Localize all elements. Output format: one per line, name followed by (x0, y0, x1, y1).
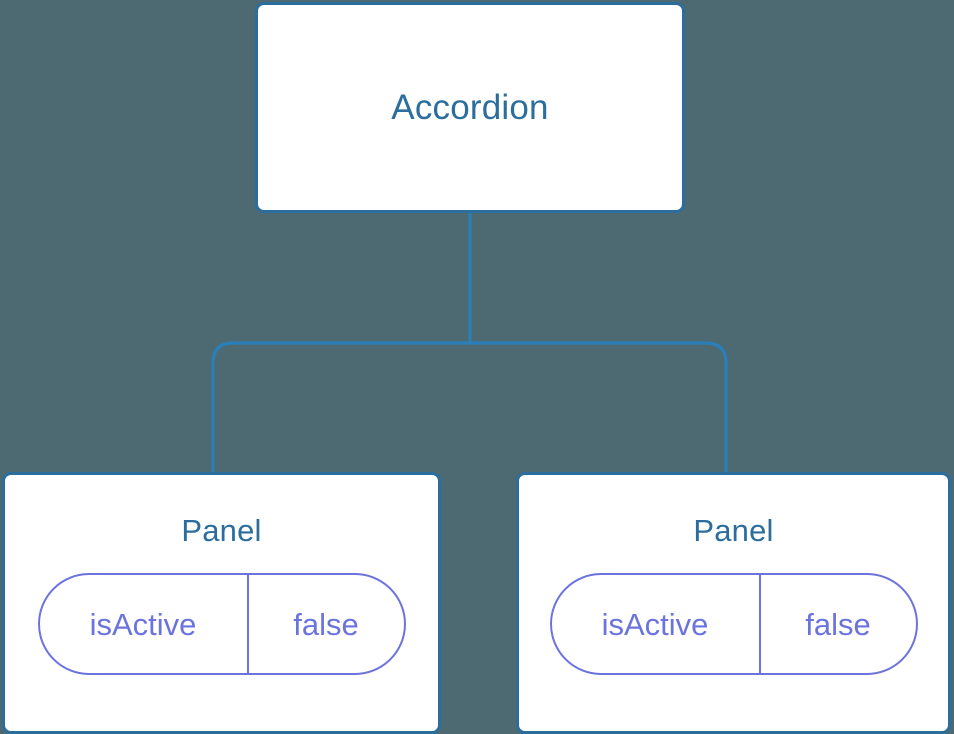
node-panel-left[interactable]: Panel isActive false (2, 472, 441, 734)
prop-key-is-active: isActive (40, 575, 249, 673)
node-panel-right-title: Panel (693, 513, 774, 548)
node-panel-left-title: Panel (181, 513, 262, 548)
prop-badge-left: isActive false (37, 573, 406, 675)
connector-branch-bar (211, 341, 728, 474)
node-panel-right[interactable]: Panel isActive false (516, 472, 951, 734)
node-accordion[interactable]: Accordion (255, 2, 685, 213)
prop-key-is-active: isActive (552, 575, 761, 673)
prop-value-is-active: false (293, 606, 359, 642)
prop-badge-right: isActive false (549, 573, 918, 675)
prop-value-is-active: false (805, 606, 871, 642)
node-accordion-title: Accordion (391, 88, 549, 127)
